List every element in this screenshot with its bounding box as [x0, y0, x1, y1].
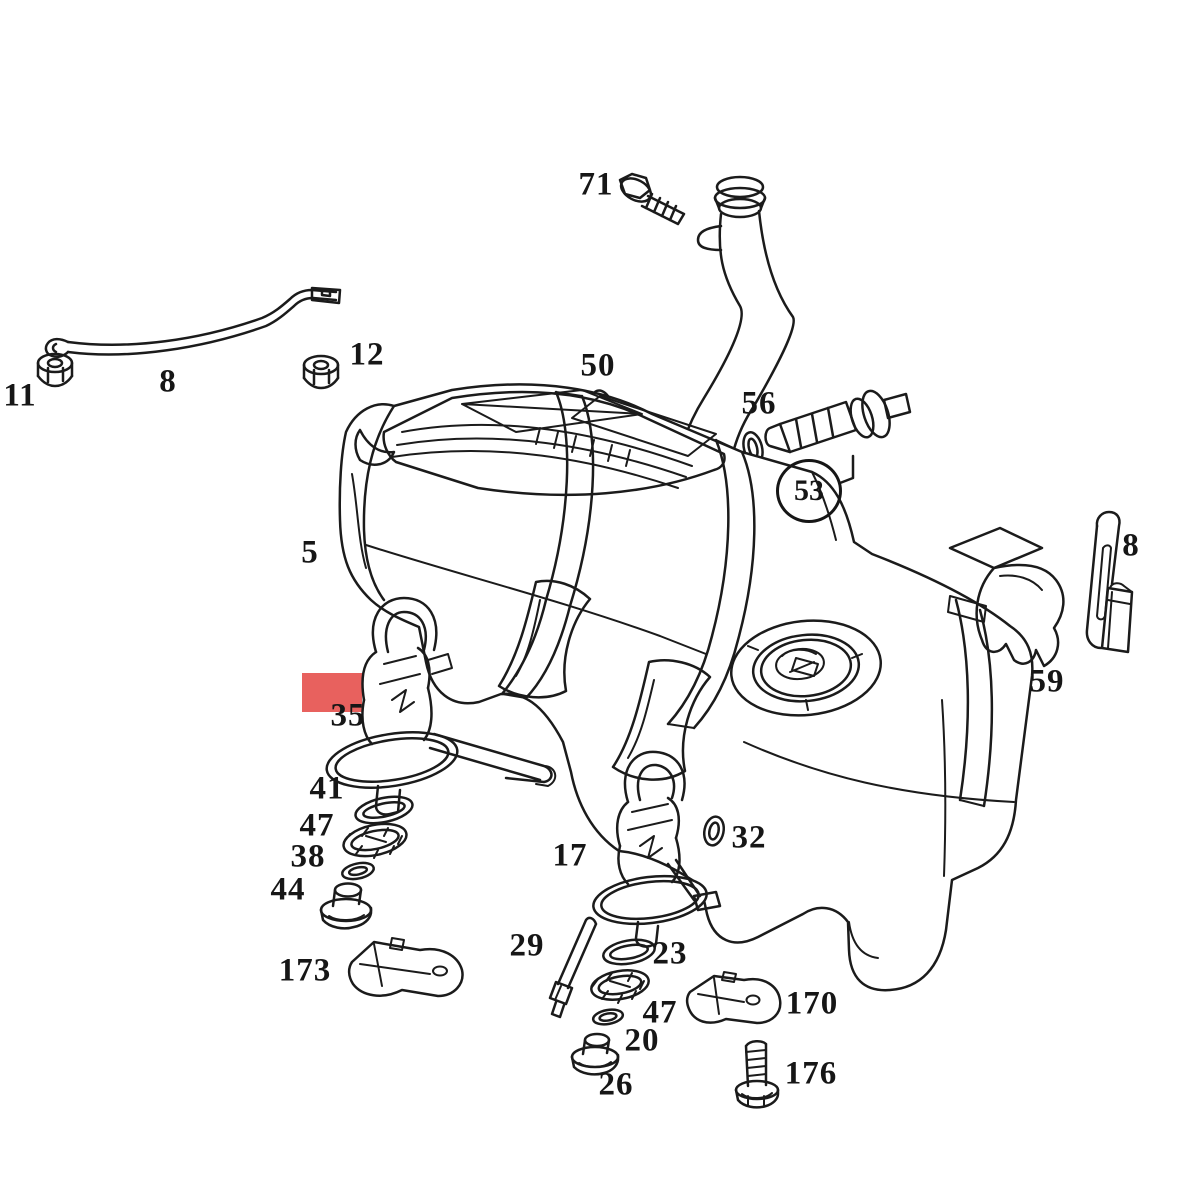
callout-38: 38 — [290, 838, 326, 875]
seal-ring-38-drawing — [341, 861, 375, 881]
rear-strap-drawing — [1085, 510, 1134, 654]
bolt-176-drawing — [734, 1040, 780, 1109]
callout-12: 12 — [349, 336, 385, 373]
front-strap-drawing — [44, 286, 342, 359]
callout-50: 50 — [580, 347, 616, 384]
bracket-170-drawing — [685, 971, 782, 1025]
callout-173: 173 — [278, 952, 332, 989]
callout-8-rear: 8 — [1122, 527, 1140, 564]
highlight-marker — [302, 673, 362, 712]
bracket-173-drawing — [347, 937, 464, 998]
callout-47-lower: 47 — [642, 994, 678, 1031]
callout-32: 32 — [731, 819, 767, 856]
o-ring-32-drawing — [702, 815, 726, 847]
seal-ring-23-drawing — [602, 938, 656, 966]
vent-valve-drawing — [764, 389, 912, 454]
seal-ring-20-drawing — [591, 1008, 625, 1026]
bolt-71-drawing — [618, 172, 686, 226]
callout-35: 35 — [330, 697, 366, 734]
callout-71: 71 — [578, 166, 614, 203]
callout-8-front: 8 — [159, 363, 177, 400]
callout-26: 26 — [598, 1066, 634, 1103]
nut-12-drawing — [302, 354, 340, 390]
nut-11-drawing — [36, 352, 74, 388]
callout-29: 29 — [509, 927, 545, 964]
callout-44: 44 — [270, 871, 306, 908]
cap-26-drawing — [570, 1032, 620, 1076]
cap-44-drawing — [319, 882, 373, 930]
seal-ring-41-drawing — [354, 795, 414, 825]
callout-170: 170 — [785, 985, 839, 1022]
vent-pipe-29-drawing — [548, 916, 598, 1019]
callout-11: 11 — [3, 377, 37, 414]
callout-176: 176 — [784, 1055, 838, 1092]
locking-ring-47-upper-drawing — [342, 822, 408, 859]
callout-47-upper: 47 — [299, 807, 335, 844]
callout-5: 5 — [301, 534, 319, 571]
callout-20: 20 — [624, 1022, 660, 1059]
locking-ring-47-lower-drawing — [590, 969, 650, 1004]
callout-17: 17 — [552, 837, 588, 874]
callout-23: 23 — [652, 935, 688, 972]
callout-53-balloon: 53 — [776, 459, 842, 523]
fuel-pump-unit-drawing — [325, 596, 557, 816]
callout-56: 56 — [741, 385, 777, 422]
fuel-sender-unit-drawing — [592, 750, 722, 948]
heat-shield-59-drawing — [948, 526, 1065, 668]
callout-41: 41 — [309, 770, 345, 807]
callout-59: 59 — [1029, 663, 1065, 700]
